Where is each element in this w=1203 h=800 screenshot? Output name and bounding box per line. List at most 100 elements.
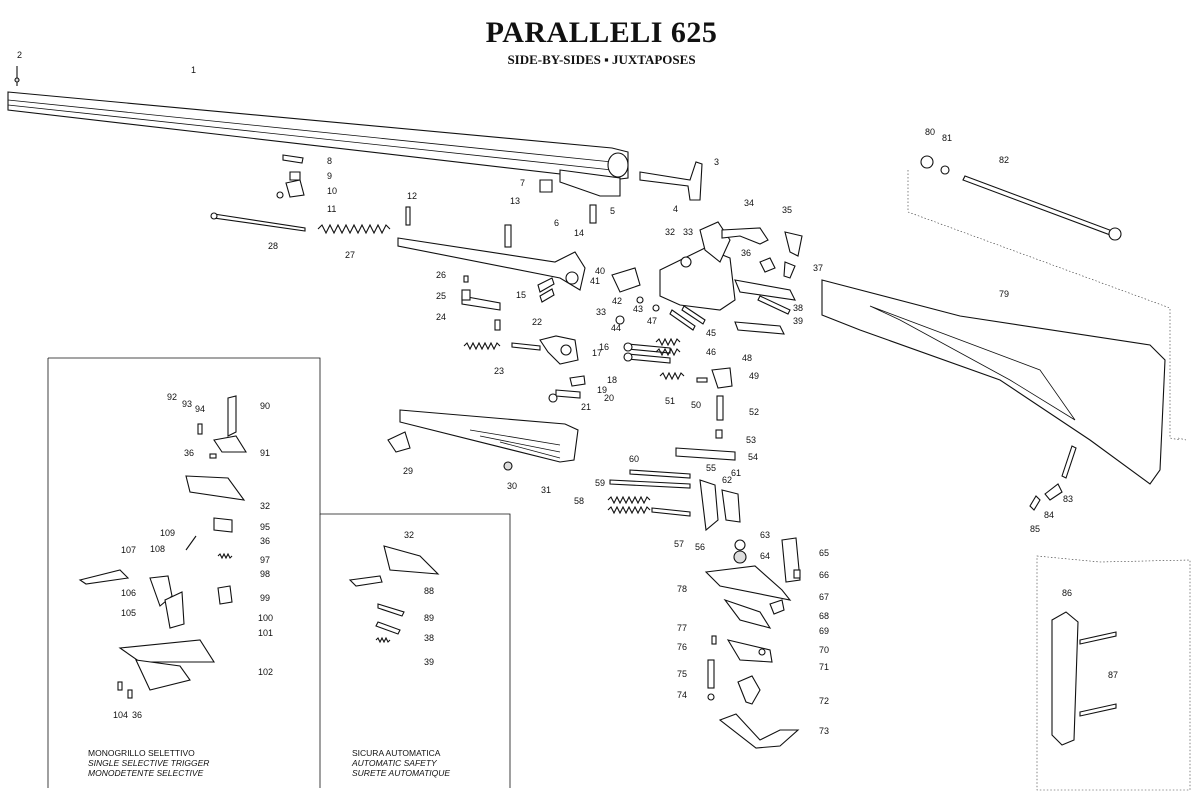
part-label-68: 68: [819, 611, 829, 621]
part-label-82: 82: [999, 155, 1009, 165]
parts-44-54: [623, 305, 785, 461]
caption-single-selective-trigger: MONOGRILLO SELETTIVO SINGLE SELECTIVE TR…: [88, 748, 209, 778]
part-label-16: 16: [599, 342, 609, 352]
part-label-102: 102: [258, 667, 273, 677]
caption-line-fr: MONODETENTE SELECTIVE: [88, 768, 204, 778]
part-label-66: 66: [819, 570, 829, 580]
part-label-19: 19: [597, 385, 607, 395]
part-label-86: 86: [1062, 588, 1072, 598]
part-label-7: 7: [520, 178, 525, 188]
part-label-93: 93: [182, 399, 192, 409]
part-label-38: 38: [793, 303, 803, 313]
part-label-97: 97: [260, 555, 270, 565]
caption-line-en: SINGLE SELECTIVE TRIGGER: [88, 758, 210, 768]
part-label-99: 99: [260, 593, 270, 603]
part-label-40: 40: [595, 266, 605, 276]
spring-27: [317, 223, 391, 235]
part-label-69: 69: [819, 626, 829, 636]
rod-28: [210, 212, 306, 232]
part-label-104: 104: [113, 710, 128, 720]
part-label-34: 34: [744, 198, 754, 208]
part-label-20: 20: [604, 393, 614, 403]
part-label-64: 64: [760, 551, 770, 561]
part-label-48: 48: [742, 353, 752, 363]
part-label-56: 56: [695, 542, 705, 552]
part-label-37: 37: [813, 263, 823, 273]
page-title: PARALLELI 625: [485, 16, 718, 49]
part-label-42: 42: [612, 296, 622, 306]
part-label-6: 6: [554, 218, 559, 228]
part-label-52: 52: [749, 407, 759, 417]
part-label-51: 51: [665, 396, 675, 406]
part-label-50: 50: [691, 400, 701, 410]
part-label-25: 25: [436, 291, 446, 301]
part-label-35: 35: [782, 205, 792, 215]
stock-bolt-guide: [907, 170, 1181, 441]
part-label-83: 83: [1063, 494, 1073, 504]
part-label-31: 31: [541, 485, 551, 495]
part-label-30: 30: [507, 481, 517, 491]
part-label-107: 107: [121, 545, 136, 555]
part-label-1: 1: [191, 65, 196, 75]
part-label-43: 43: [633, 304, 643, 314]
part-label-55: 55: [706, 463, 716, 473]
part-label-9: 9: [327, 171, 332, 181]
part-label-63: 63: [760, 530, 770, 540]
sling-swivels: [1029, 445, 1077, 511]
part-label-18: 18: [607, 375, 617, 385]
action-body: [611, 221, 803, 325]
forend: [387, 409, 579, 471]
part-label-67: 67: [819, 592, 829, 602]
part-label-17: 17: [592, 348, 602, 358]
automatic-safety-parts: [348, 545, 440, 644]
part-label-10: 10: [327, 186, 337, 196]
part-label-75: 75: [677, 669, 687, 679]
part-label-65: 65: [819, 548, 829, 558]
part-label-108: 108: [150, 544, 165, 554]
front-sight: [14, 66, 20, 86]
part-label-45: 45: [706, 328, 716, 338]
part-label-47: 47: [647, 316, 657, 326]
part-label-49: 49: [749, 371, 759, 381]
part-label-5: 5: [610, 206, 615, 216]
part-label-4: 4: [673, 204, 678, 214]
parts-8-11: [276, 154, 305, 199]
part-label-33: 33: [683, 227, 693, 237]
part-label-73: 73: [819, 726, 829, 736]
part-label-100: 100: [258, 613, 273, 623]
part-label-41: 41: [590, 276, 600, 286]
part-label-23: 23: [494, 366, 504, 376]
part-label-36: 36: [132, 710, 142, 720]
part-label-79: 79: [999, 289, 1009, 299]
part-label-12: 12: [407, 191, 417, 201]
ejector-rail: [397, 206, 586, 291]
part-label-90: 90: [260, 401, 270, 411]
part-label-109: 109: [160, 528, 175, 538]
caption-line-it: SICURA AUTOMATICA: [352, 748, 441, 758]
part-label-11: 11: [327, 204, 336, 214]
part-label-92: 92: [167, 392, 177, 402]
part-label-32: 32: [665, 227, 675, 237]
caption-line-en: AUTOMATIC SAFETY: [352, 758, 437, 768]
part-label-13: 13: [510, 196, 520, 206]
single-trigger-parts: [78, 395, 247, 699]
part-label-105: 105: [121, 608, 136, 618]
part-label-89: 89: [424, 613, 434, 623]
part-label-81: 81: [942, 133, 952, 143]
part-label-36: 36: [260, 536, 270, 546]
caption-line-it: MONOGRILLO SELETTIVO: [88, 748, 195, 758]
part-label-77: 77: [677, 623, 687, 633]
part-label-54: 54: [748, 452, 758, 462]
part-label-72: 72: [819, 696, 829, 706]
part-label-39: 39: [424, 657, 434, 667]
part-label-53: 53: [746, 435, 756, 445]
part-label-88: 88: [424, 586, 434, 596]
trigger-group: [607, 469, 801, 749]
part-label-78: 78: [677, 584, 687, 594]
part-label-106: 106: [121, 588, 136, 598]
part-label-46: 46: [706, 347, 716, 357]
caption-automatic-safety: SICURA AUTOMATICA AUTOMATIC SAFETY SURET…: [352, 748, 450, 778]
part-label-15: 15: [516, 290, 526, 300]
part-label-36: 36: [184, 448, 194, 458]
part-label-91: 91: [260, 448, 270, 458]
